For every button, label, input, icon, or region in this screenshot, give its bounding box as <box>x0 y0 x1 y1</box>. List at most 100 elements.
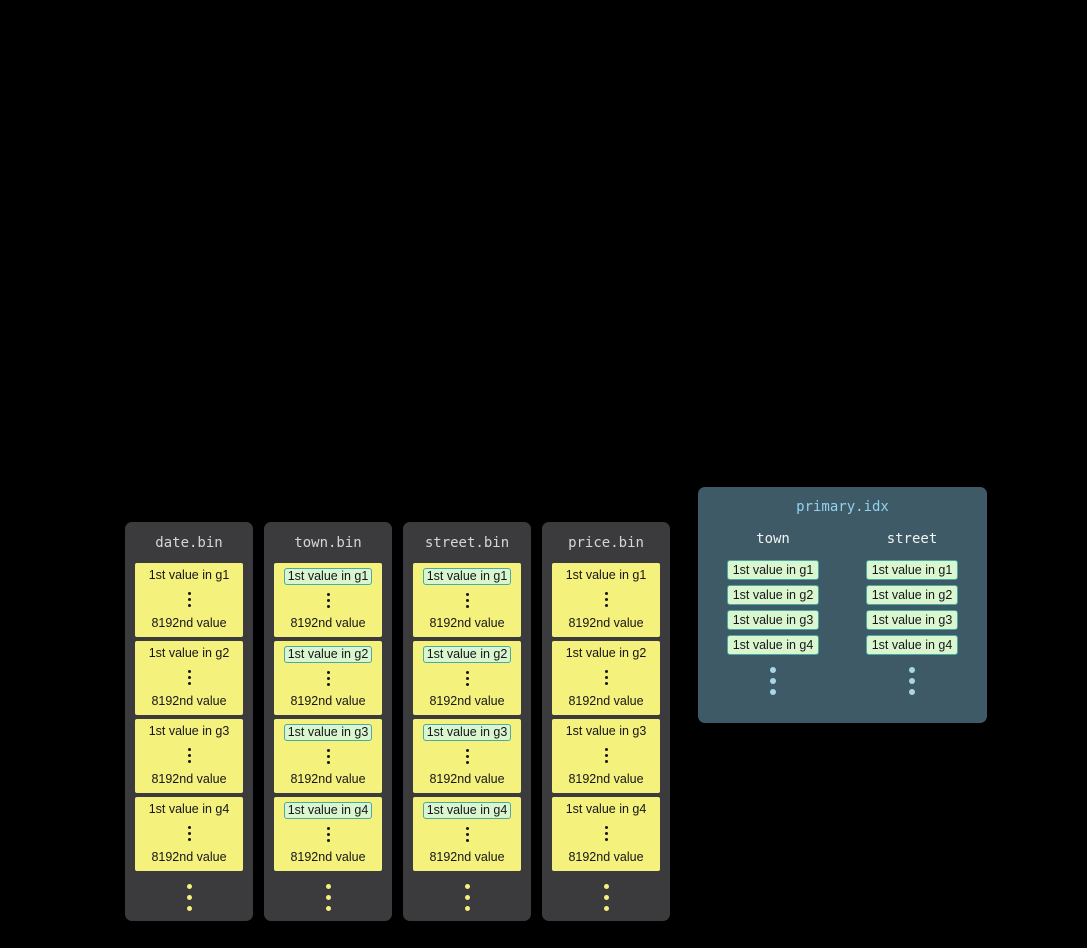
index-entry: 1st value in g2 <box>865 585 959 605</box>
dot <box>187 754 191 757</box>
first-value-label: 1st value in g4 <box>565 802 647 816</box>
last-value-label: 8192nd value <box>568 850 644 864</box>
first-value-label: 1st value in g3 <box>565 724 647 738</box>
ellipsis-icon <box>187 592 191 607</box>
dot <box>326 833 330 836</box>
bin-title: date.bin <box>155 535 223 551</box>
dot <box>604 760 608 763</box>
first-value-label: 1st value in g3 <box>148 724 230 738</box>
last-value-label: 8192nd value <box>290 850 366 864</box>
dot <box>186 895 192 900</box>
more-granules-dots-icon <box>464 884 470 911</box>
dot <box>603 906 609 911</box>
dot <box>325 895 331 900</box>
last-value-label: 8192nd value <box>568 616 644 630</box>
granule-block: 1st value in g4 8192nd value <box>413 797 521 871</box>
more-entries-dots-icon <box>770 667 776 695</box>
first-value-label: 1st value in g4 <box>422 802 512 819</box>
dot <box>770 689 776 695</box>
dot <box>604 838 608 841</box>
dot <box>465 683 469 686</box>
dot <box>604 826 608 829</box>
index-entry: 1st value in g1 <box>726 560 820 580</box>
dot <box>604 676 608 679</box>
last-value-label: 8192nd value <box>429 850 505 864</box>
bin-title: street.bin <box>424 535 510 551</box>
dot <box>770 667 776 673</box>
first-value-label: 1st value in g3 <box>422 724 512 741</box>
dot <box>326 605 330 608</box>
ellipsis-icon <box>326 593 330 608</box>
dot <box>464 906 470 911</box>
granule-block: 1st value in g3 8192nd value <box>135 719 243 793</box>
last-value-label: 8192nd value <box>429 616 505 630</box>
ellipsis-icon <box>604 748 608 763</box>
dot <box>186 906 192 911</box>
dot <box>604 598 608 601</box>
dot <box>187 832 191 835</box>
more-granules-dots-icon <box>603 884 609 911</box>
dot <box>187 838 191 841</box>
dot <box>187 670 191 673</box>
dot <box>326 599 330 602</box>
dot <box>603 895 609 900</box>
last-value-label: 8192nd value <box>568 772 644 786</box>
last-value-label: 8192nd value <box>151 694 227 708</box>
first-value-label: 1st value in g3 <box>283 724 373 741</box>
dot <box>465 839 469 842</box>
dot <box>465 833 469 836</box>
first-value-label: 1st value in g4 <box>283 802 373 819</box>
ellipsis-icon <box>465 749 469 764</box>
last-value-label: 8192nd value <box>290 772 366 786</box>
ellipsis-icon <box>187 670 191 685</box>
dot <box>187 748 191 751</box>
ellipsis-icon <box>604 670 608 685</box>
last-value-label: 8192nd value <box>151 850 227 864</box>
ellipsis-icon <box>326 749 330 764</box>
index-entry: 1st value in g2 <box>726 585 820 605</box>
dot <box>187 598 191 601</box>
dot <box>465 593 469 596</box>
first-value-label: 1st value in g1 <box>283 568 373 585</box>
ellipsis-icon <box>465 593 469 608</box>
dot <box>909 689 915 695</box>
ellipsis-icon <box>326 671 330 686</box>
ellipsis-icon <box>187 826 191 841</box>
dot <box>465 671 469 674</box>
more-granules-dots-icon <box>186 884 192 911</box>
dot <box>326 839 330 842</box>
dot <box>326 593 330 596</box>
index-entry: 1st value in g3 <box>726 610 820 630</box>
dot <box>326 749 330 752</box>
dot <box>604 748 608 751</box>
dot <box>909 667 915 673</box>
dot <box>187 682 191 685</box>
ellipsis-icon <box>465 671 469 686</box>
ellipsis-icon <box>187 748 191 763</box>
last-value-label: 8192nd value <box>151 772 227 786</box>
first-value-label: 1st value in g2 <box>422 646 512 663</box>
dot <box>604 832 608 835</box>
dot <box>604 592 608 595</box>
dot <box>187 604 191 607</box>
more-entries-dots-icon <box>909 667 915 695</box>
dot <box>465 749 469 752</box>
first-value-label: 1st value in g2 <box>148 646 230 660</box>
more-granules-dots-icon <box>325 884 331 911</box>
dot <box>325 884 331 889</box>
